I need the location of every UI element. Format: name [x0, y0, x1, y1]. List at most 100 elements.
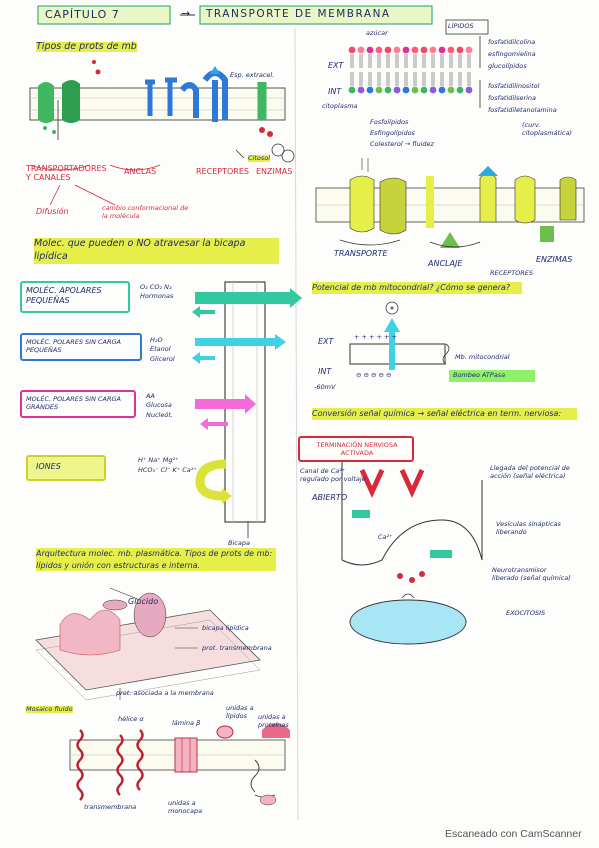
synapse-diagram [341, 460, 483, 645]
group-iones-label: IONES [36, 462, 61, 471]
lipid-tail [386, 54, 390, 68]
lipid-tail [413, 72, 417, 86]
lipid-head [429, 46, 437, 54]
group-apolares-items: O₂ CO₂ N₂ Hormonas [140, 283, 174, 301]
lipid-tail [458, 72, 462, 86]
lipid-tail [422, 72, 426, 86]
section2-title: Molec. que pueden o NO atravesar la bica… [34, 238, 279, 264]
lipid-head [429, 86, 437, 94]
lipid-tail [377, 54, 381, 68]
potential-bombeo: Bombeo ATPasa [453, 371, 506, 379]
page-divider [294, 27, 299, 821]
group-polares-gr: MOLÉC. POLARES SIN CARGA GRANDES [20, 390, 136, 418]
lipid-head [465, 86, 473, 94]
lipid-tail [350, 54, 354, 68]
lipid-head [438, 46, 446, 54]
lipid-head [465, 46, 473, 54]
lipid-head [402, 46, 410, 54]
potential-mv: -60mV [314, 383, 336, 391]
group-polares-gr-label: MOLÉC. POLARES SIN CARGA GRANDES [26, 395, 121, 412]
label-citosol: Citosol [248, 154, 271, 162]
lipid-head [384, 86, 392, 94]
lipid-head [420, 86, 428, 94]
lipid-head [384, 46, 392, 54]
lipid-tail [449, 72, 453, 86]
lipid-head [393, 86, 401, 94]
lipids-list-right: fosfatidilcolina esfingomielina glucolíp… [488, 38, 588, 114]
lipid-name: glucolípidos [488, 62, 527, 70]
lipid-head [375, 86, 383, 94]
membrane-functions-diagram [315, 158, 585, 248]
label-unidas-lipidos: unidas a lípidos [226, 704, 254, 720]
func-receptores: RECEPTORES [490, 269, 534, 277]
topic-title: TRANSPORTE DE MEMBRANA [206, 8, 391, 20]
group-apolares-label: MOLÉC. APOLARES PEQUEÑAS [26, 286, 102, 305]
section1-title: Tipos de prots de mb [36, 41, 137, 52]
lipid-bilayer-diagram [348, 19, 489, 108]
section3-title: Arquitectura molec. mb. plasmática. Tipo… [36, 548, 276, 572]
lipid-name: fosfatidiletanolamina [488, 106, 557, 114]
lipid-head [375, 46, 383, 54]
protein-types-sketch [69, 723, 290, 806]
lipid-head [366, 46, 374, 54]
lipid-tail [368, 72, 372, 86]
chapter-box [37, 5, 171, 25]
potential-int: INT [318, 367, 332, 376]
exocitosis-label: EXOCITOSIS [506, 609, 546, 617]
lipid-head [348, 86, 356, 94]
func-transporte: TRANSPORTE [334, 249, 388, 258]
lipid-class: Colesterol → fluidez [370, 140, 434, 148]
lipid-name: fosfatidilserina [488, 94, 536, 102]
lipid-tail [350, 72, 354, 86]
group-polares-peq: MOLÉC. POLARES SIN CARGA PEQUEÑAS [20, 333, 142, 361]
label-helice: hélice α [118, 715, 144, 723]
lipid-tail [440, 54, 444, 68]
lipid-name: fosfatidilcolina [488, 38, 536, 46]
label-unidas-proteinas: unidas a proteínas [258, 713, 289, 729]
abierto-label: ABIERTO [312, 493, 348, 502]
lipid-tail [404, 54, 408, 68]
func-anclaje: ANCLAJE [428, 259, 463, 268]
cat-receptores: RECEPTORES [196, 167, 249, 176]
lipid-tail [377, 72, 381, 86]
lipids-citoplasma: citoplasma [322, 102, 358, 110]
lipid-tail [440, 72, 444, 86]
lipids-curv: (curv. citoplasmática) [522, 121, 572, 137]
lipid-head [402, 86, 410, 94]
lipid-tail [449, 54, 453, 68]
ca-label: Ca²⁺ [378, 533, 393, 541]
header-arrow: → [181, 7, 191, 20]
lipid-head [366, 86, 374, 94]
lipid-tail [404, 72, 408, 86]
terminacion-box: TERMINACIÓN NERVIOSA ACTIVADA [298, 436, 414, 462]
lipid-tail [386, 72, 390, 86]
lipid-class: Esfingolípidos [370, 129, 415, 137]
group-polares-gr-items: AA Glucosa Nucleót. [146, 392, 173, 419]
lipid-head [357, 86, 365, 94]
lipid-tail [467, 72, 471, 86]
membrane-proteins-diagram [29, 60, 295, 163]
llegada-label: Llegada del potencial de acción (señal e… [490, 464, 570, 481]
cat-anclas: ANCLAS [124, 167, 157, 176]
lipid-head [447, 86, 455, 94]
scanner-footer: Escaneado con CamScanner [445, 828, 582, 840]
potential-plus: + + + + + + [354, 333, 398, 341]
group-apolares: MOLÉC. APOLARES PEQUEÑAS [20, 281, 130, 313]
lipid-head [438, 86, 446, 94]
lipid-name: fosfatidilinositol [488, 82, 540, 90]
mitochondria-diagram [349, 301, 535, 382]
label-prot-asociada: prot. asociada a la membrana [116, 689, 214, 697]
lipids-ext: EXT [328, 61, 344, 70]
lipid-tail [359, 54, 363, 68]
label-bicapa-lipidica: bicapa lipídica [202, 624, 249, 632]
lipid-tail [413, 54, 417, 68]
sub-cambio: cambio conformacional de la molécula [102, 204, 189, 220]
lipid-tail [458, 54, 462, 68]
lipid-tail [431, 54, 435, 68]
lipid-head [456, 46, 464, 54]
potential-ext: EXT [318, 337, 334, 346]
lipid-tail [395, 72, 399, 86]
lipids-azucar: azúcar [366, 29, 388, 37]
